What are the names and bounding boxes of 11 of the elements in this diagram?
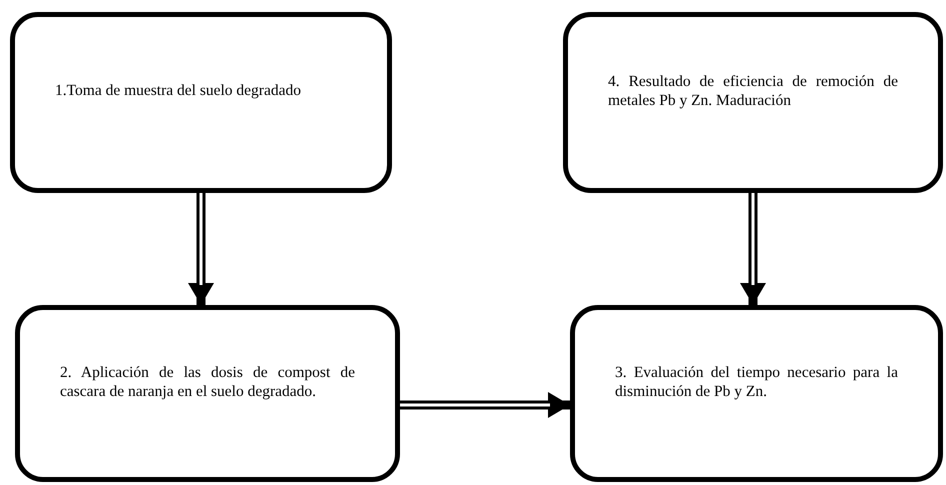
double-line-arrow xyxy=(740,193,766,305)
step-text: 3. Evaluación del tiempo necesario para la disminución de Pb y Zn. xyxy=(615,362,898,400)
process-box xyxy=(570,305,943,482)
process-box xyxy=(10,12,392,193)
double-line-arrow xyxy=(188,193,214,305)
process-box xyxy=(563,12,943,193)
step-text: 2. Aplicación de las dosis de compost de cascara de naranja en el suelo degradado. xyxy=(60,362,355,400)
double-line-arrow xyxy=(400,392,570,418)
process-box xyxy=(15,305,400,482)
step-text: 4. Resultado de eficiencia de remoción de metales Pb y Zn. Maduración xyxy=(608,72,898,110)
step-text: 1.Toma de muestra del suelo degradado xyxy=(55,81,302,100)
